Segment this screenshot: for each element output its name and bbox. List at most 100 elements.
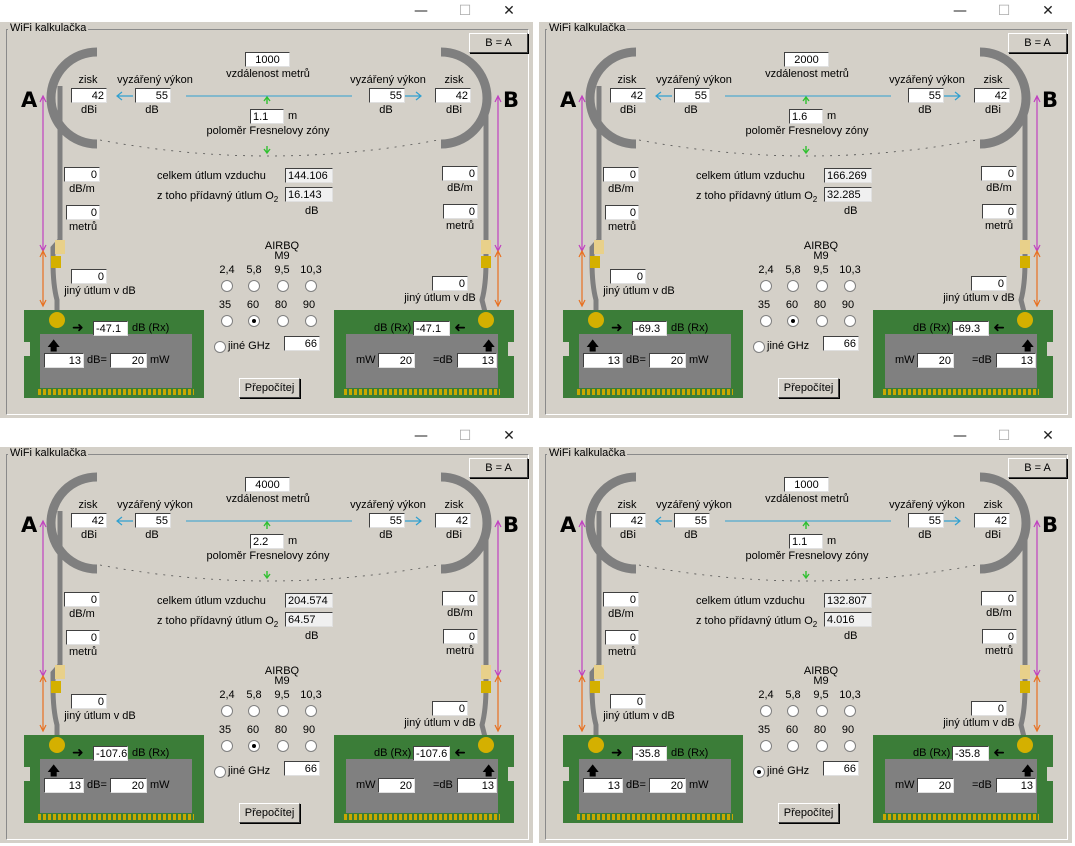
gain-b-input[interactable]: 42	[974, 88, 1010, 103]
close-button[interactable]: ✕	[1042, 428, 1054, 444]
recalculate-button[interactable]: Přepočítej	[778, 378, 839, 398]
other-ghz-input[interactable]: 66	[284, 336, 320, 351]
a-cable-loss-input[interactable]: 0	[603, 592, 639, 607]
freq-radio-90[interactable]	[844, 740, 856, 752]
a-tx-db-input[interactable]: 13	[583, 778, 623, 793]
a-cable-length-input[interactable]: 0	[605, 205, 639, 220]
freq-radio-other[interactable]	[214, 341, 226, 353]
gain-a-input[interactable]: 42	[610, 513, 646, 528]
maximize-button[interactable]: ☐	[997, 3, 1011, 19]
freq-radio-5-8[interactable]	[248, 705, 260, 717]
freq-radio-35[interactable]	[760, 315, 772, 327]
a-cable-loss-input[interactable]: 0	[64, 167, 100, 182]
b-other-loss-input[interactable]: 0	[971, 276, 1007, 291]
freq-radio-other[interactable]	[753, 766, 765, 778]
gain-a-input[interactable]: 42	[610, 88, 646, 103]
b-tx-db-input[interactable]: 13	[457, 353, 497, 368]
gain-a-input[interactable]: 42	[71, 88, 107, 103]
a-cable-loss-input[interactable]: 0	[603, 167, 639, 182]
a-tx-mw-input[interactable]: 20	[649, 778, 686, 793]
freq-radio-80[interactable]	[277, 740, 289, 752]
b-other-loss-input[interactable]: 0	[432, 276, 468, 291]
freq-radio-90[interactable]	[305, 315, 317, 327]
b-cable-length-input[interactable]: 0	[443, 629, 478, 644]
minimize-button[interactable]: —	[953, 3, 967, 19]
other-ghz-input[interactable]: 66	[823, 761, 859, 776]
freq-radio-9-5[interactable]	[277, 705, 289, 717]
b-cable-length-input[interactable]: 0	[443, 204, 478, 219]
close-button[interactable]: ✕	[503, 3, 515, 19]
freq-radio-2-4[interactable]	[760, 280, 772, 292]
swap-button[interactable]: B = A	[469, 458, 528, 478]
close-button[interactable]: ✕	[1042, 3, 1054, 19]
freq-radio-9-5[interactable]	[816, 705, 828, 717]
freq-radio-90[interactable]	[844, 315, 856, 327]
freq-radio-10-3[interactable]	[844, 705, 856, 717]
a-other-loss-input[interactable]: 0	[71, 694, 107, 709]
freq-radio-other[interactable]	[214, 766, 226, 778]
distance-input[interactable]: 1000	[784, 477, 829, 492]
a-tx-db-input[interactable]: 13	[44, 353, 84, 368]
freq-radio-10-3[interactable]	[844, 280, 856, 292]
b-tx-mw-input[interactable]: 20	[378, 778, 415, 793]
distance-input[interactable]: 4000	[245, 477, 290, 492]
freq-radio-80[interactable]	[816, 315, 828, 327]
freq-radio-80[interactable]	[277, 315, 289, 327]
freq-radio-80[interactable]	[816, 740, 828, 752]
a-tx-mw-input[interactable]: 20	[649, 353, 686, 368]
a-cable-length-input[interactable]: 0	[66, 630, 100, 645]
b-cable-loss-input[interactable]: 0	[442, 166, 478, 181]
other-ghz-input[interactable]: 66	[284, 761, 320, 776]
other-ghz-input[interactable]: 66	[823, 336, 859, 351]
a-cable-length-input[interactable]: 0	[66, 205, 100, 220]
maximize-button[interactable]: ☐	[458, 3, 472, 19]
power-a-input[interactable]: 55	[674, 88, 710, 103]
freq-radio-10-3[interactable]	[305, 280, 317, 292]
freq-radio-9-5[interactable]	[277, 280, 289, 292]
freq-radio-10-3[interactable]	[305, 705, 317, 717]
power-a-input[interactable]: 55	[674, 513, 710, 528]
power-b-input[interactable]: 55	[908, 88, 944, 103]
close-button[interactable]: ✕	[503, 428, 515, 444]
b-tx-mw-input[interactable]: 20	[378, 353, 415, 368]
freq-radio-35[interactable]	[221, 740, 233, 752]
b-cable-loss-input[interactable]: 0	[442, 591, 478, 606]
b-cable-loss-input[interactable]: 0	[981, 591, 1017, 606]
a-tx-mw-input[interactable]: 20	[110, 778, 147, 793]
freq-radio-other[interactable]	[753, 341, 765, 353]
b-other-loss-input[interactable]: 0	[432, 701, 468, 716]
b-tx-db-input[interactable]: 13	[996, 778, 1036, 793]
recalculate-button[interactable]: Přepočítej	[239, 378, 300, 398]
b-cable-length-input[interactable]: 0	[982, 629, 1017, 644]
gain-b-input[interactable]: 42	[974, 513, 1010, 528]
b-cable-loss-input[interactable]: 0	[981, 166, 1017, 181]
b-other-loss-input[interactable]: 0	[971, 701, 1007, 716]
freq-radio-60[interactable]	[787, 315, 799, 327]
a-cable-loss-input[interactable]: 0	[64, 592, 100, 607]
swap-button[interactable]: B = A	[1008, 33, 1067, 53]
maximize-button[interactable]: ☐	[458, 428, 472, 444]
distance-input[interactable]: 1000	[245, 52, 290, 67]
a-tx-db-input[interactable]: 13	[583, 353, 623, 368]
gain-b-input[interactable]: 42	[435, 513, 471, 528]
freq-radio-2-4[interactable]	[221, 705, 233, 717]
freq-radio-35[interactable]	[221, 315, 233, 327]
recalculate-button[interactable]: Přepočítej	[239, 803, 300, 823]
gain-a-input[interactable]: 42	[71, 513, 107, 528]
freq-radio-9-5[interactable]	[816, 280, 828, 292]
a-other-loss-input[interactable]: 0	[71, 269, 107, 284]
swap-button[interactable]: B = A	[1008, 458, 1067, 478]
power-b-input[interactable]: 55	[369, 88, 405, 103]
minimize-button[interactable]: —	[953, 428, 967, 444]
freq-radio-5-8[interactable]	[248, 280, 260, 292]
b-tx-mw-input[interactable]: 20	[917, 778, 954, 793]
gain-b-input[interactable]: 42	[435, 88, 471, 103]
distance-input[interactable]: 2000	[784, 52, 829, 67]
a-other-loss-input[interactable]: 0	[610, 269, 646, 284]
freq-radio-60[interactable]	[248, 315, 260, 327]
a-tx-db-input[interactable]: 13	[44, 778, 84, 793]
freq-radio-2-4[interactable]	[760, 705, 772, 717]
power-a-input[interactable]: 55	[135, 88, 171, 103]
swap-button[interactable]: B = A	[469, 33, 528, 53]
maximize-button[interactable]: ☐	[997, 428, 1011, 444]
